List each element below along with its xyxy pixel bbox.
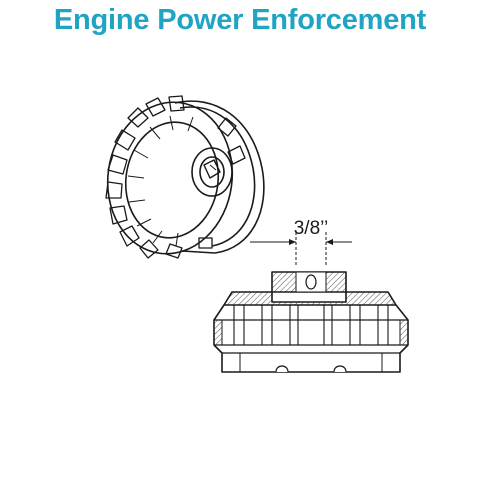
page-title: Engine Power Enforcement (53, 4, 427, 36)
wrench-cross-section (213, 271, 409, 373)
wrench-perspective-view (105, 95, 265, 259)
dimension-label: 3/8’’ (294, 218, 329, 239)
dimension-annotation (250, 232, 352, 266)
